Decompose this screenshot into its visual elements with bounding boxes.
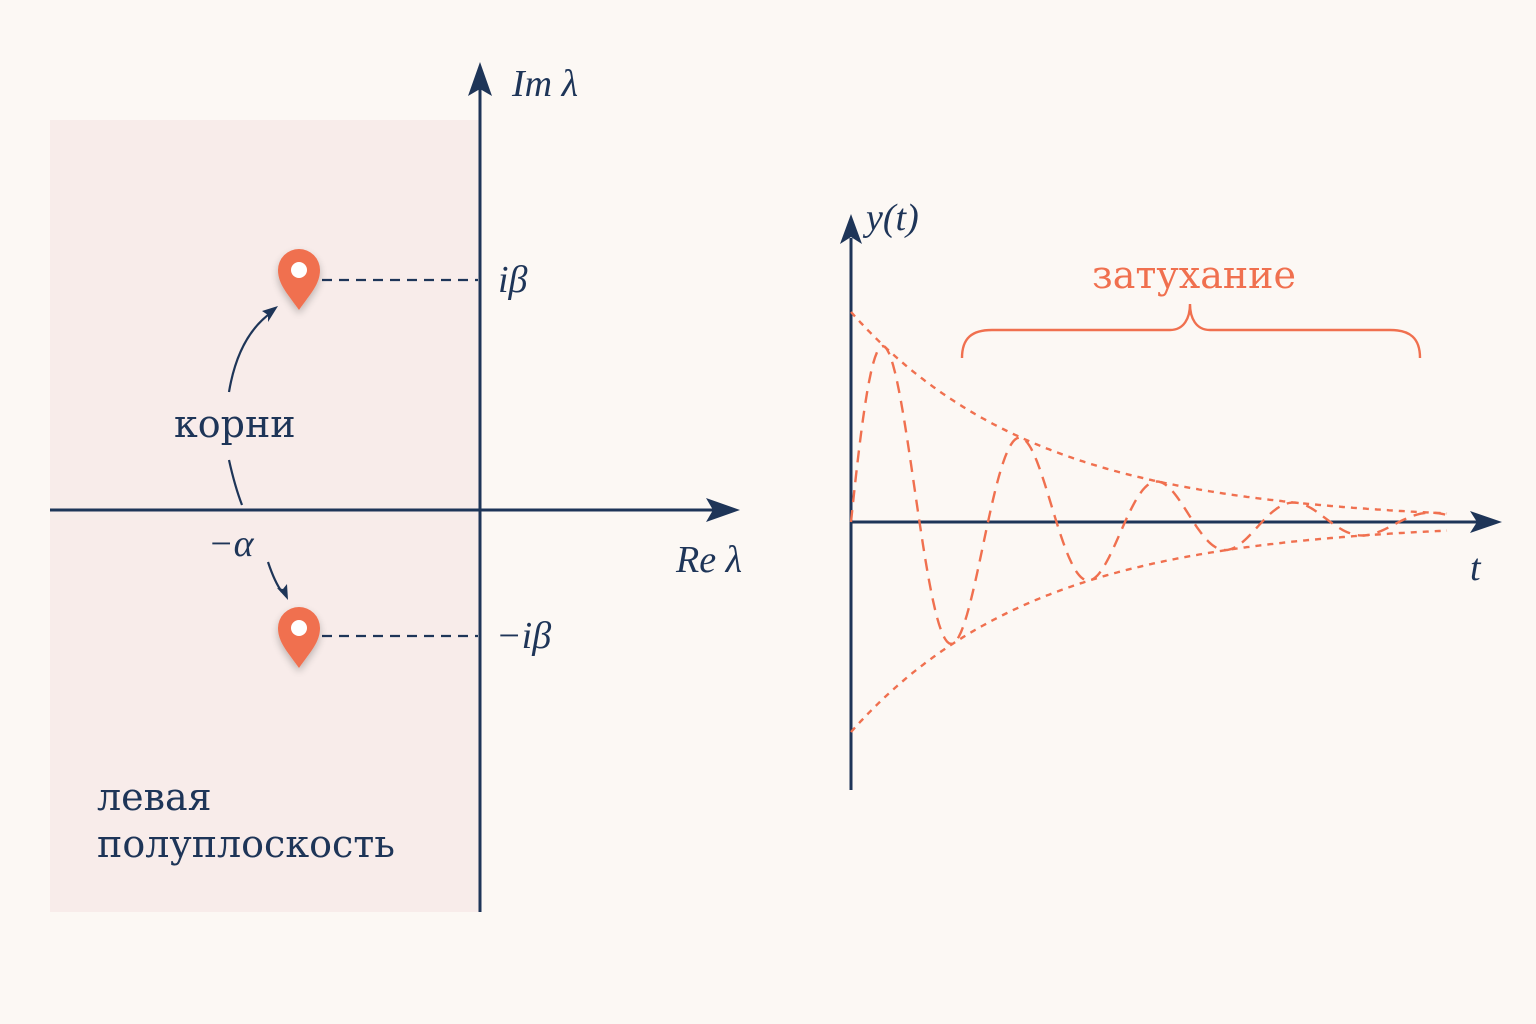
decay-brace bbox=[960, 303, 1422, 359]
lower-envelope-curve bbox=[850, 529, 1448, 733]
real-axis-arrowhead bbox=[706, 498, 740, 522]
t-axis-arrowhead bbox=[1470, 511, 1502, 533]
damped-oscillation-curve bbox=[849, 344, 1448, 646]
lower-root-value-label: −iβ bbox=[496, 615, 551, 657]
lower-root-pin bbox=[278, 607, 320, 668]
y-axis-arrowhead bbox=[840, 214, 862, 244]
pin-hole bbox=[291, 620, 307, 636]
pin-hole bbox=[291, 262, 307, 278]
map-pin-icon bbox=[278, 249, 320, 310]
roots-label: корни bbox=[174, 402, 296, 446]
roots-arrow-up bbox=[227, 311, 273, 393]
map-pin-icon bbox=[278, 607, 320, 668]
t-axis-label: t bbox=[1470, 547, 1482, 589]
upper-envelope-curve bbox=[850, 311, 1448, 515]
left-half-plane-region bbox=[50, 120, 480, 912]
imaginary-axis-arrowhead bbox=[468, 62, 492, 96]
roots-arrow-tail bbox=[227, 459, 244, 506]
y-axis-label: y(t) bbox=[862, 197, 919, 239]
upper-root-value-label: iβ bbox=[498, 259, 528, 301]
re-axis-label: Re λ bbox=[675, 539, 742, 581]
region-label-line2: полуплоскость bbox=[97, 822, 395, 866]
minus-alpha-arrow-head bbox=[277, 584, 288, 600]
response-curves bbox=[849, 311, 1448, 733]
region-label-line1: левая bbox=[97, 775, 212, 819]
decay-label: затухание bbox=[1092, 253, 1296, 297]
upper-root-pin bbox=[278, 249, 320, 310]
im-axis-label: Im λ bbox=[511, 63, 578, 105]
real-part-label: −α bbox=[208, 523, 255, 565]
roots-arrow-up-head bbox=[262, 306, 278, 322]
